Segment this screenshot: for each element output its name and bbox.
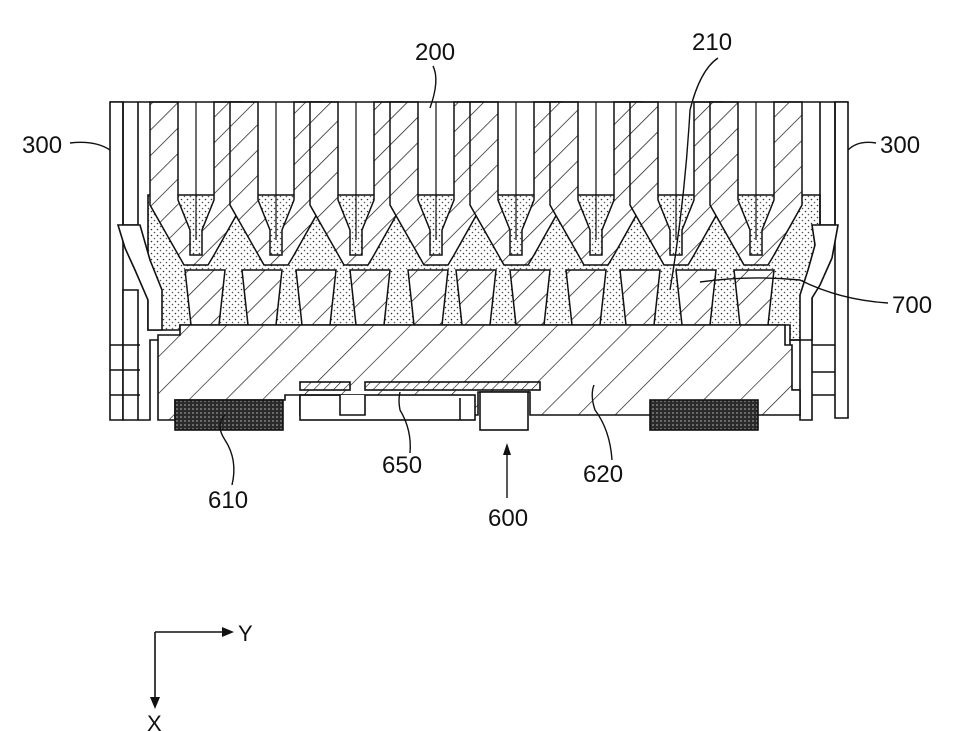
label-620: 620 bbox=[583, 461, 623, 488]
label-300-left: 300 bbox=[22, 132, 62, 159]
cell-tab bbox=[510, 270, 550, 325]
sensing-plate bbox=[300, 382, 350, 390]
conductive-pad-right bbox=[650, 400, 758, 430]
cell-tab bbox=[242, 270, 282, 325]
cell-tab bbox=[296, 270, 336, 325]
axis-label-x: X bbox=[147, 711, 162, 731]
sensing-chip bbox=[480, 392, 528, 430]
label-200: 200 bbox=[415, 39, 455, 66]
cell-tab bbox=[350, 270, 390, 325]
sensing-assembly bbox=[300, 382, 540, 430]
cell-tab bbox=[408, 270, 448, 325]
cell-tab bbox=[566, 270, 606, 325]
cell-tabs bbox=[185, 270, 774, 325]
conductive-pad-left bbox=[175, 400, 283, 430]
label-700: 700 bbox=[892, 292, 932, 319]
cell-tab bbox=[456, 270, 496, 325]
label-650: 650 bbox=[382, 452, 422, 479]
cell-tab bbox=[676, 270, 716, 325]
label-210: 210 bbox=[692, 29, 732, 56]
label-600: 600 bbox=[488, 505, 528, 532]
axis-label-y: Y bbox=[238, 621, 253, 646]
cell-tab bbox=[185, 270, 225, 325]
cell-tab bbox=[620, 270, 660, 325]
coordinate-axes: Y X bbox=[147, 621, 253, 731]
label-300-right: 300 bbox=[880, 132, 920, 159]
arrow-600 bbox=[503, 443, 511, 498]
label-610: 610 bbox=[208, 487, 248, 514]
